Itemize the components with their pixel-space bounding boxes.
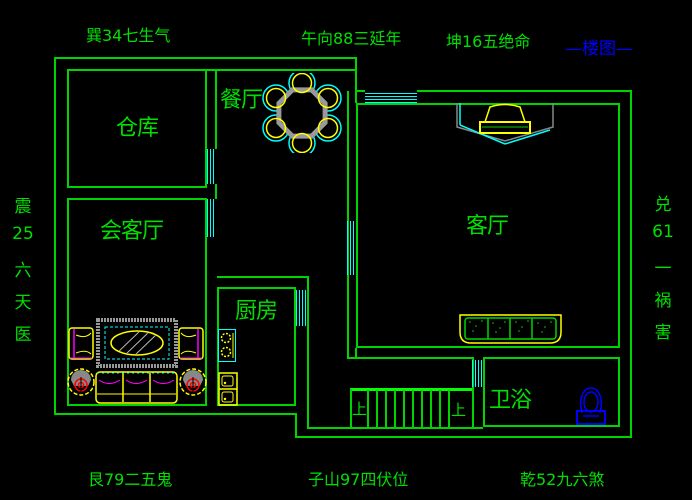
compass-label-west: 兑 61 一 祸 害 [652, 195, 674, 343]
wall [350, 389, 352, 427]
plant-icon [179, 368, 207, 396]
room-label-living: 客厅 [466, 214, 509, 239]
stair-step [439, 390, 441, 427]
wall [215, 184, 217, 199]
wall [347, 357, 472, 359]
door-reception-icon [207, 199, 216, 237]
wall [217, 276, 307, 278]
armchair-icon [178, 327, 204, 360]
room-bathroom [483, 357, 620, 427]
compass-label-top-se: 巽34七生气 [86, 26, 171, 45]
wall [355, 57, 357, 92]
compass-label-top-sw: 坤16五绝命 [446, 32, 531, 51]
wall [355, 348, 357, 357]
dining-table-icon [262, 73, 342, 153]
compass-label-east: 震 25 六 天 医 [12, 197, 34, 345]
wall [215, 69, 217, 149]
room-storage [67, 69, 207, 188]
stair-step [430, 390, 432, 427]
window-living-north-icon [365, 91, 417, 103]
wall [472, 357, 474, 427]
compass-label-bottom-ne: 艮79二五鬼 [88, 470, 173, 489]
stove-burners-icon [220, 332, 234, 358]
plant-icon [67, 368, 95, 396]
stair-step [385, 390, 387, 427]
wall [307, 276, 309, 427]
sofa-living-icon [459, 314, 562, 344]
stairs-up-label-left: 上 [352, 400, 368, 418]
stair-step [394, 390, 396, 427]
stairs-up-label-right: 上 [451, 401, 467, 419]
wall [54, 57, 357, 59]
wall [356, 90, 365, 92]
window-living-west-icon [347, 221, 356, 275]
rug-icon [96, 318, 178, 368]
sink-icon [218, 372, 238, 406]
room-label-reception: 会客厅 [100, 219, 164, 244]
door-bathroom-icon [472, 360, 483, 387]
room-label-kitchen: 厨房 [235, 299, 278, 324]
wall [417, 90, 632, 92]
stair-step [421, 390, 423, 427]
room-reception [67, 198, 207, 406]
toilet-icon [576, 387, 606, 425]
stair-step [403, 390, 405, 427]
stove-icon [218, 329, 236, 362]
compass-label-bottom-n: 子山97四伏位 [308, 470, 409, 489]
stair-step [412, 390, 414, 427]
sofa-icon [95, 371, 178, 404]
room-label-storage: 仓库 [116, 116, 159, 141]
armchair-icon [68, 327, 94, 360]
wall [54, 413, 297, 415]
compass-label-bottom-nw: 乾52九六煞 [520, 470, 605, 489]
wall [295, 413, 297, 438]
stairs-edge [350, 388, 472, 391]
stair-step [367, 390, 369, 427]
wall [207, 69, 357, 71]
window-kitchen-icon [296, 290, 307, 326]
wall [355, 92, 357, 103]
room-living [356, 103, 620, 348]
wall [630, 90, 632, 438]
room-label-dining: 餐厅 [220, 88, 263, 113]
drawing-title: —楼图— [565, 39, 633, 59]
door-storage-icon [207, 149, 216, 184]
wall [295, 436, 632, 438]
wall [307, 427, 483, 429]
stair-step [376, 390, 378, 427]
room-label-bathroom: 卫浴 [489, 388, 532, 413]
compass-label-top-s: 午向88三延年 [301, 29, 402, 48]
wall [54, 57, 56, 415]
tv-icon [456, 103, 554, 145]
stair-step [448, 390, 450, 427]
